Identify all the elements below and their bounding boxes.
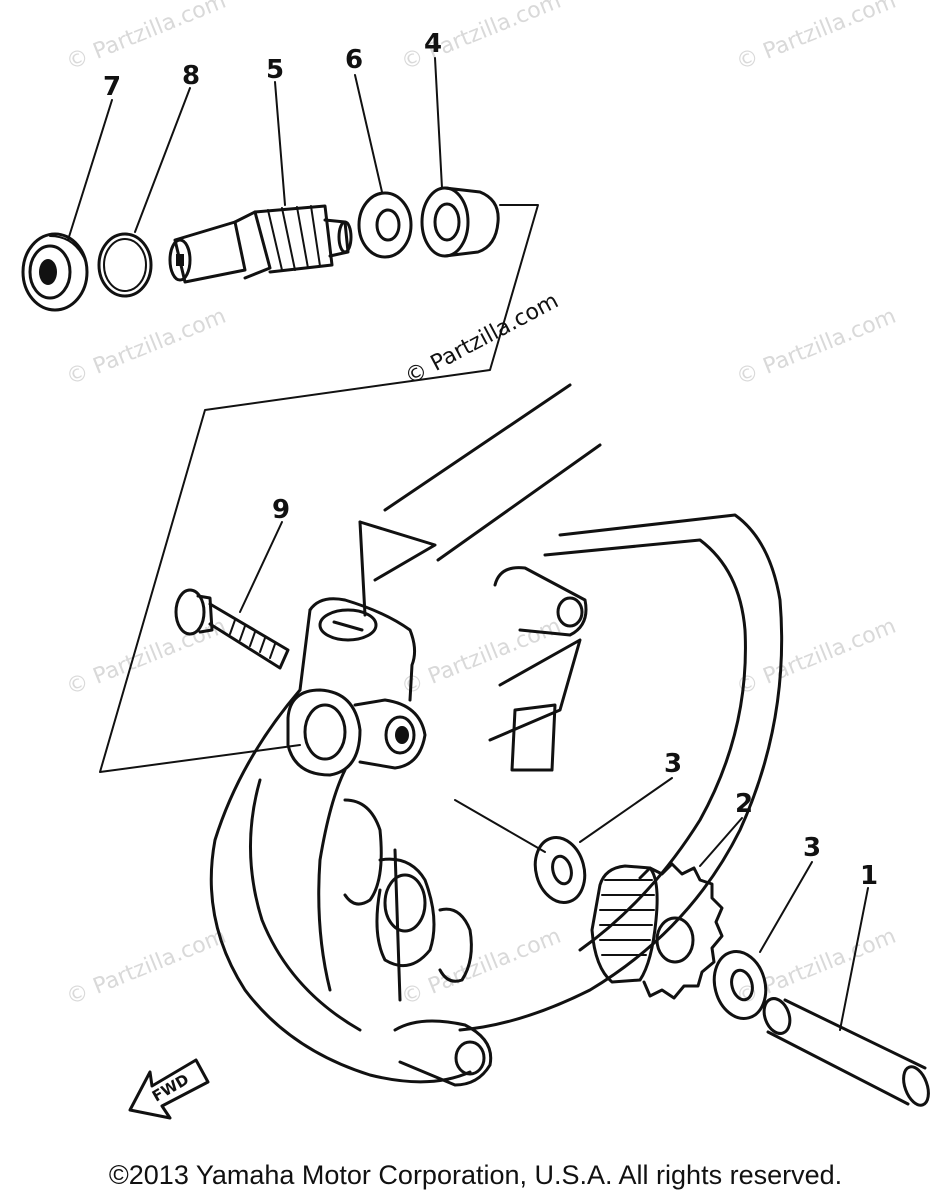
part-driven-gear [590, 862, 724, 1000]
watermark: © Partzilla.com [733, 614, 900, 701]
part-oil-seal [21, 232, 89, 312]
watermark: © Partzilla.com [63, 614, 230, 701]
watermark: © Partzilla.com [63, 304, 230, 391]
part-washer-3-upper [533, 836, 587, 904]
part-shaft [762, 997, 930, 1107]
watermark: © Partzilla.com [398, 614, 565, 701]
part-washer-3-lower [712, 950, 768, 1020]
callout-6: 6 [345, 45, 363, 75]
assembly-guide-lines [99, 204, 546, 853]
callout-3-upper: 3 [664, 749, 682, 779]
callout-1: 1 [860, 861, 878, 891]
part-o-ring [97, 232, 153, 298]
watermark: © Partzilla.com [733, 0, 900, 76]
part-bushing-4 [420, 186, 500, 258]
part-washer-6 [357, 191, 413, 259]
part-drive-gear [168, 204, 353, 284]
part-bolt [174, 588, 290, 670]
watermark: © Partzilla.com [398, 0, 565, 76]
watermark: © Partzilla.com [733, 304, 900, 391]
watermark-main: © Partzilla.com [401, 289, 563, 391]
forward-arrow-icon: FWD [128, 1058, 210, 1120]
copyright-notice: ©2013 Yamaha Motor Corporation, U.S.A. A… [108, 1160, 843, 1190]
callout-9: 9 [272, 495, 290, 525]
callout-4: 4 [424, 29, 442, 59]
callout-2: 2 [735, 789, 753, 819]
watermark: © Partzilla.com [63, 0, 230, 76]
callout-7: 7 [103, 72, 121, 102]
callout-labels: 7 8 5 6 4 9 3 2 3 1 [103, 29, 878, 891]
part-crankcase-cover [209, 383, 784, 1087]
callout-3-lower: 3 [803, 833, 821, 863]
callout-8: 8 [182, 61, 200, 91]
watermark-layer: © Partzilla.com © Partzilla.com © Partzi… [63, 0, 900, 1011]
watermark: © Partzilla.com [63, 924, 230, 1011]
leader-lines [67, 57, 869, 1031]
callout-5: 5 [266, 55, 284, 85]
watermark: © Partzilla.com [398, 924, 565, 1011]
